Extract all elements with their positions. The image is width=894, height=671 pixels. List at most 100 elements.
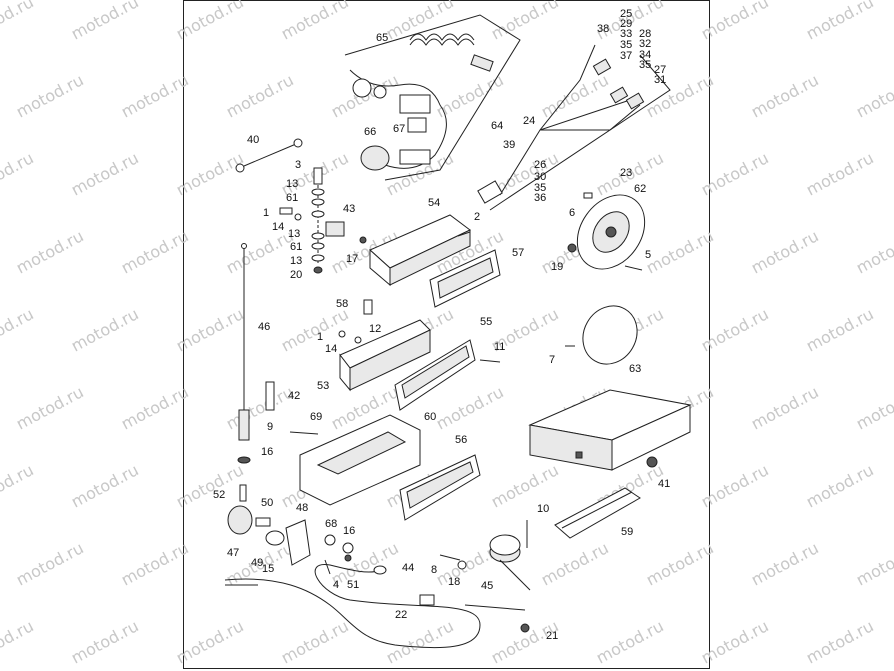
- mid-bezel-group: [338, 299, 501, 411]
- part-callout-53: 53: [317, 380, 329, 392]
- part-callout-61: 61: [290, 241, 302, 253]
- watermark-text: motod.ru: [593, 616, 667, 667]
- part-callout-12: 12: [369, 323, 381, 335]
- watermark-text: motod.ru: [698, 0, 772, 44]
- part-callout-30: 30: [534, 171, 546, 183]
- watermark-text: motod.ru: [538, 70, 612, 121]
- part-callout-63: 63: [629, 363, 641, 375]
- watermark-text: motod.ru: [803, 148, 877, 199]
- watermark-text: motod.ru: [433, 70, 507, 121]
- watermark-text: motod.ru: [383, 616, 457, 667]
- part-callout-5: 5: [645, 249, 651, 261]
- watermark-text: motod.ru: [0, 0, 37, 44]
- watermark-text: motod.ru: [698, 304, 772, 355]
- watermark-text: motod.ru: [0, 304, 37, 355]
- part-callout-13: 13: [288, 228, 300, 240]
- part-callout-51: 51: [347, 579, 359, 591]
- part-callout-65: 65: [376, 32, 388, 44]
- watermark-text: motod.ru: [278, 616, 352, 667]
- part-callout-52: 52: [213, 489, 225, 501]
- part-callout-35: 35: [534, 182, 546, 194]
- part-callout-11: 11: [494, 341, 505, 353]
- antenna-cable: [224, 564, 481, 649]
- headset-harness-group: [344, 14, 521, 181]
- part-callout-23: 23: [620, 167, 632, 179]
- part-callout-6: 6: [569, 207, 575, 219]
- wiring-harness-group: [477, 44, 671, 211]
- part-callout-40: 40: [247, 134, 259, 146]
- part-callout-32: 32: [639, 38, 651, 50]
- part-callout-25: 25: [620, 8, 632, 20]
- part-callout-14: 14: [272, 221, 284, 233]
- watermark-text: motod.ru: [488, 460, 562, 511]
- watermark-text: motod.ru: [748, 70, 822, 121]
- part-callout-37: 37: [620, 50, 632, 62]
- part-callout-62: 62: [634, 183, 646, 195]
- watermark-text: motod.ru: [748, 382, 822, 433]
- part-callout-54: 54: [428, 197, 440, 209]
- part-callout-19: 19: [551, 261, 563, 273]
- part-callout-50: 50: [261, 497, 273, 509]
- filter-group: [439, 520, 531, 633]
- part-callout-16: 16: [343, 525, 355, 537]
- part-callout-9: 9: [267, 421, 273, 433]
- part-callout-45: 45: [481, 580, 493, 592]
- watermark-text: motod.ru: [223, 226, 297, 277]
- upper-bezel-group: [359, 214, 501, 308]
- watermark-text: motod.ru: [0, 460, 37, 511]
- part-callout-56: 56: [455, 434, 467, 446]
- part-callout-2: 2: [474, 211, 480, 223]
- part-callout-1: 1: [263, 207, 269, 219]
- antenna-group: [237, 243, 275, 502]
- watermark-text: motod.ru: [853, 226, 894, 277]
- part-callout-69: 69: [310, 411, 322, 423]
- watermark-text: motod.ru: [803, 0, 877, 44]
- part-callout-18: 18: [448, 576, 460, 588]
- part-callout-15: 15: [262, 563, 274, 575]
- watermark-text: motod.ru: [13, 226, 87, 277]
- part-callout-13: 13: [290, 255, 302, 267]
- watermark-text: motod.ru: [68, 460, 142, 511]
- watermark-text: motod.ru: [173, 0, 247, 44]
- part-callout-35: 35: [639, 59, 651, 71]
- watermark-text: motod.ru: [68, 616, 142, 667]
- part-callout-35: 35: [620, 39, 632, 51]
- watermark-text: motod.ru: [698, 460, 772, 511]
- watermark-text: motod.ru: [173, 304, 247, 355]
- part-callout-14: 14: [325, 343, 337, 355]
- part-callout-64: 64: [491, 120, 503, 132]
- part-callout-31: 31: [654, 74, 666, 86]
- part-callout-67: 67: [393, 123, 405, 135]
- watermark-text: motod.ru: [853, 538, 894, 589]
- watermark-text: motod.ru: [68, 0, 142, 44]
- watermark-text: motod.ru: [13, 538, 87, 589]
- part-callout-29: 29: [620, 18, 632, 30]
- part-callout-3: 3: [295, 159, 301, 171]
- slide-rail: [554, 487, 641, 539]
- part-callout-21: 21: [546, 630, 558, 642]
- part-callout-55: 55: [480, 316, 492, 328]
- part-callout-38: 38: [597, 23, 609, 35]
- part-callout-43: 43: [343, 203, 355, 215]
- watermark-text: motod.ru: [118, 538, 192, 589]
- watermark-text: motod.ru: [698, 616, 772, 667]
- part-callout-13: 13: [286, 178, 298, 190]
- watermark-text: motod.ru: [0, 148, 37, 199]
- part-callout-47: 47: [227, 547, 239, 559]
- watermark-text: motod.ru: [488, 0, 562, 44]
- mounting-bracket-group: [289, 414, 481, 521]
- lower-mount-group: [227, 505, 354, 575]
- part-callout-33: 33: [620, 28, 632, 40]
- part-callout-36: 36: [534, 192, 546, 204]
- part-callout-39: 39: [503, 139, 515, 151]
- watermark-text: motod.ru: [0, 616, 37, 667]
- watermark-text: motod.ru: [278, 0, 352, 44]
- watermark-text: motod.ru: [538, 538, 612, 589]
- part-callout-8: 8: [431, 564, 437, 576]
- watermark-text: motod.ru: [173, 616, 247, 667]
- watermark-text: motod.ru: [223, 382, 297, 433]
- radio-unit: [528, 389, 692, 471]
- part-callout-44: 44: [402, 562, 414, 574]
- watermark-text: motod.ru: [748, 226, 822, 277]
